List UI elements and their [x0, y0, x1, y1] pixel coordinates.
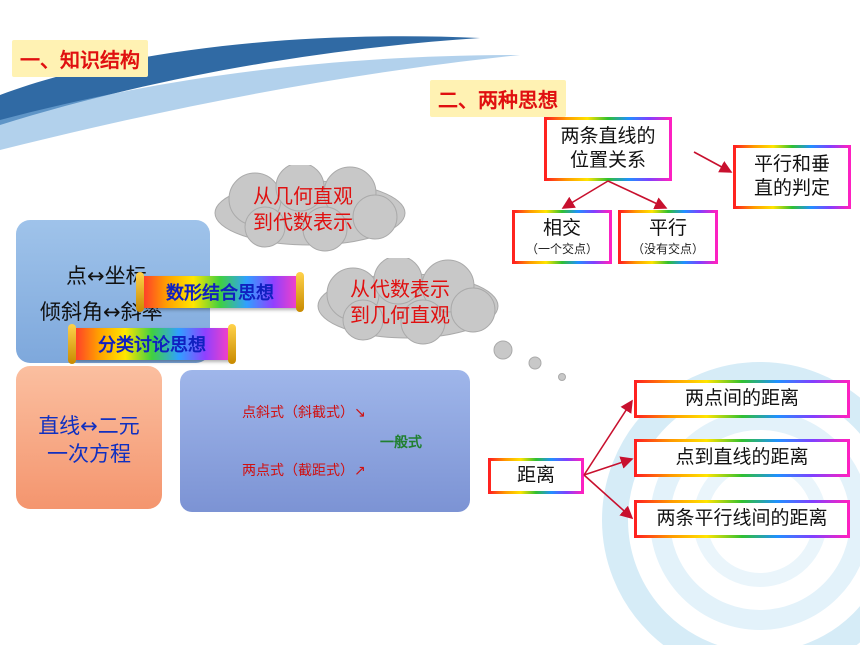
form-two-point: 两点式（截距式）↗ — [242, 463, 366, 479]
section-heading-ideas: 二、两种思想 — [430, 80, 566, 117]
panel-line-1: 直线↔二元 — [38, 414, 140, 438]
box-line: 直的判定 — [753, 177, 830, 199]
form-point-slope: 点斜式（斜截式）↘ — [242, 405, 366, 421]
scroll-number-shape: 数形结合思想 — [136, 272, 304, 312]
panel-line-2: 一次方程 — [47, 442, 131, 466]
box-line: 位置关系 — [569, 149, 646, 171]
distance-item: 点到直线的距离 — [634, 439, 850, 477]
equation-forms-panel: 点斜式（斜截式）↘ 一般式 两点式（截距式）↗ — [180, 370, 470, 512]
box-line: 平行和垂 — [753, 153, 830, 176]
cloud-algebra-to-geometry — [317, 258, 499, 345]
intersect-box: 相交 （一个交点） — [512, 210, 612, 264]
cloud-line: 到代数表示 — [253, 210, 353, 234]
distance-item: 两条平行线间的距离 — [634, 500, 850, 538]
cloud-line: 从代数表示 — [350, 277, 450, 301]
cloud-geometry-to-algebra — [214, 165, 406, 252]
box-note: （一个交点） — [525, 242, 598, 257]
cloud-text-1: 从几何直观 到代数表示 — [218, 183, 388, 235]
position-relation-box: 两条直线的 位置关系 — [544, 117, 672, 181]
box-label: 平行 — [648, 216, 687, 239]
section-heading-structure: 一、知识结构 — [12, 40, 148, 77]
parallel-box: 平行 （没有交点） — [618, 210, 718, 264]
distance-item: 两点间的距离 — [634, 380, 850, 418]
cloud-line: 从几何直观 — [253, 184, 353, 208]
box-note: （没有交点） — [631, 242, 704, 257]
box-line: 两条直线的 — [560, 125, 656, 148]
cloud-line: 到几何直观 — [350, 303, 450, 327]
parallel-perpendicular-box: 平行和垂 直的判定 — [733, 145, 851, 209]
cloud-text-2: 从代数表示 到几何直观 — [315, 276, 485, 328]
scroll-classification: 分类讨论思想 — [68, 324, 236, 364]
form-general: 一般式 — [380, 435, 422, 451]
thought-bubbles — [493, 340, 566, 381]
distance-box: 距离 — [488, 458, 584, 494]
panel-line-1: 点↔坐标 — [66, 264, 147, 288]
box-label: 相交 — [542, 216, 581, 239]
line-equation-panel: 直线↔二元 一次方程 — [16, 366, 162, 509]
